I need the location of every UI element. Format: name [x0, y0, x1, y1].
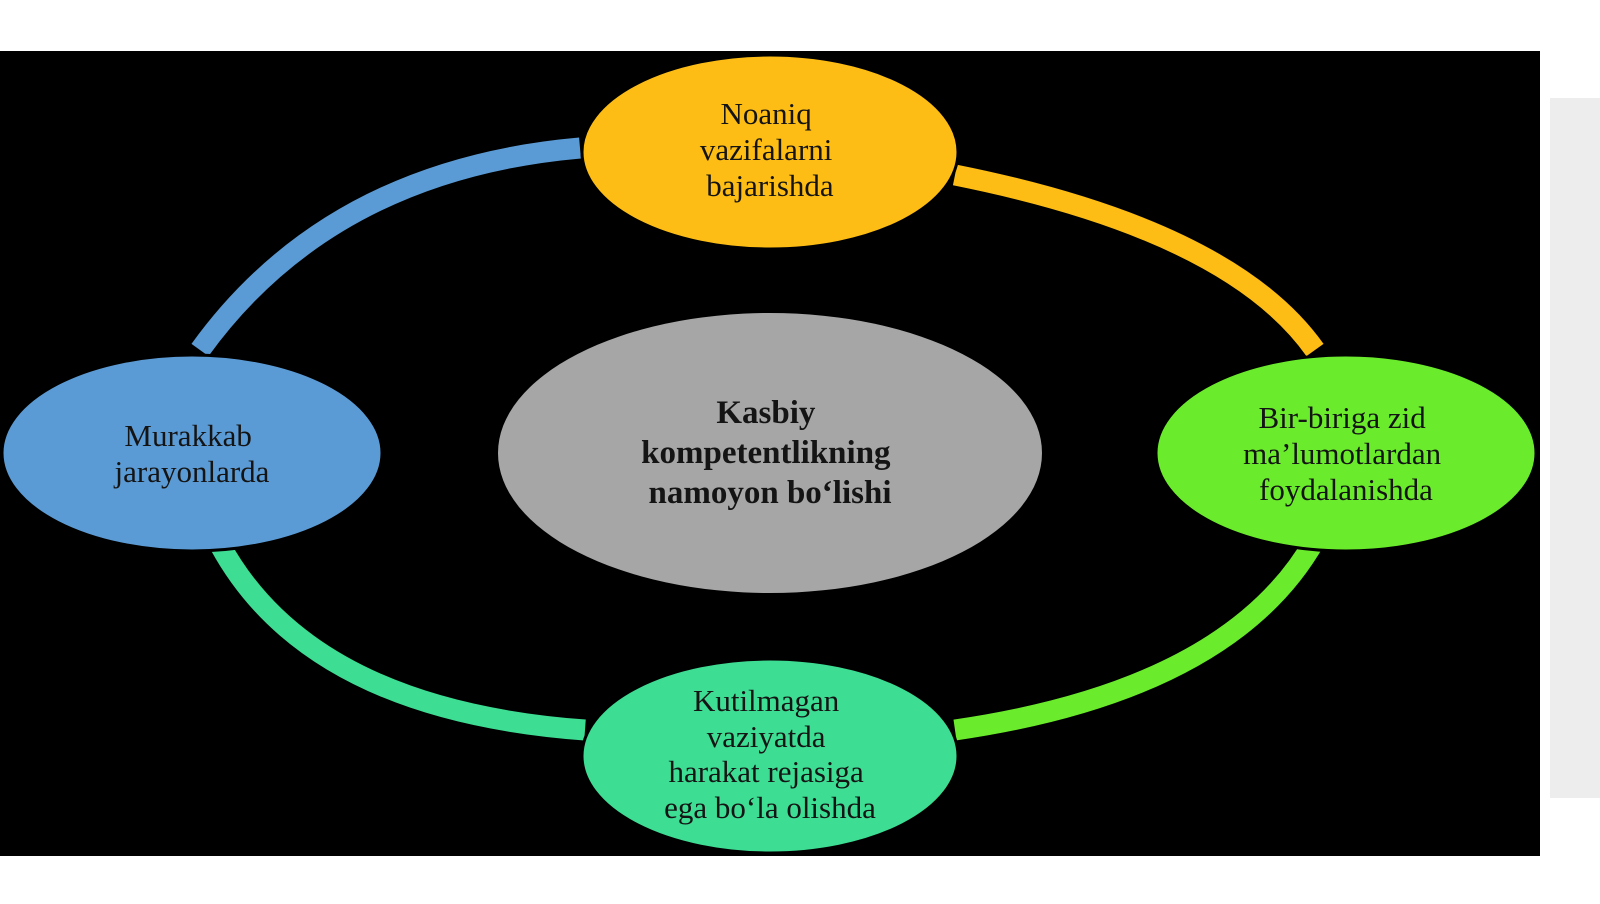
center-ellipse	[498, 313, 1042, 593]
node-label-line: ma’lumotlardan	[1243, 436, 1441, 471]
node-label-line: Noaniq	[720, 96, 811, 131]
node-label-line: jarayonlarda	[114, 454, 270, 489]
node-ellipse-top	[580, 53, 960, 251]
ring-arc-bottom-left	[210, 539, 586, 741]
node-label-left: Murakkab jarayonlarda	[114, 418, 270, 489]
node-ellipse-left	[0, 353, 384, 553]
center-label-line: Kasbiy	[716, 395, 816, 431]
node-ellipse-bottom	[580, 657, 960, 855]
ring-arc-top-right	[952, 164, 1324, 357]
node-label-right: Bir-biriga zid ma’lumotlardan foydalanis…	[1243, 400, 1449, 507]
node-label-line: Murakkab	[124, 418, 251, 453]
node-ellipse-right	[1154, 353, 1538, 553]
node-label-line: harakat rejasiga	[668, 754, 864, 789]
node-label-line: vaziyatda	[707, 719, 826, 754]
center-label-line: namoyon bo‘lishi	[649, 475, 892, 511]
side-panel	[1550, 98, 1600, 798]
node-label-line: ega bo‘la olishda	[664, 790, 876, 825]
node-label-line: Bir-biriga zid	[1259, 400, 1427, 435]
node-label-line: foydalanishda	[1259, 472, 1433, 507]
node-label-line: vazifalarni	[700, 132, 833, 167]
node-label-line: Kutilmagan	[693, 683, 840, 718]
ring-arc-right-bottom	[953, 534, 1325, 741]
ring-arc-left-top	[191, 137, 581, 357]
node-label-line: bajarishda	[706, 168, 834, 203]
node-label-top: Noaniq vazifalarni bajarishda	[700, 96, 840, 203]
center-label: Kasbiy kompetentlikning namoyon bo‘lishi	[641, 395, 899, 511]
node-label-bottom: Kutilmagan vaziyatda harakat rejasiga eg…	[664, 683, 876, 825]
center-label-line: kompetentlikning	[641, 435, 891, 471]
